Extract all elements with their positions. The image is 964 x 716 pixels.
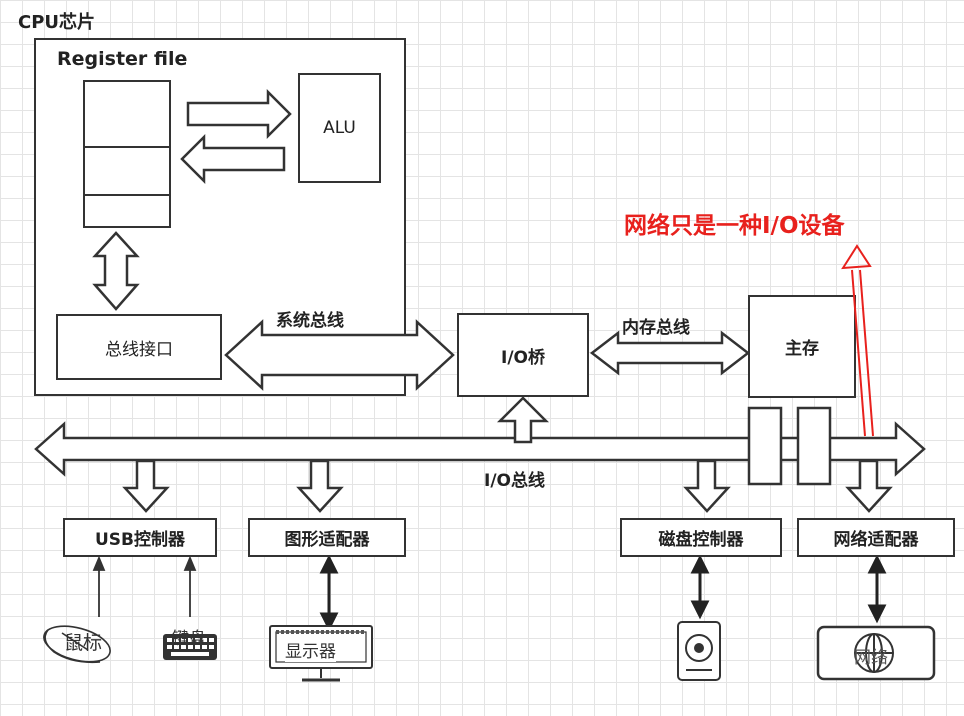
register-file-label: Register file: [57, 48, 188, 70]
monitor-label: 显示器: [285, 637, 336, 662]
annotation-text: 网络只是一种I/O设备: [624, 213, 845, 239]
graphics-monitor-arrowhead: [319, 554, 339, 574]
system-bus-arrow: [224, 319, 455, 391]
keyboard-icon: [163, 634, 217, 660]
cpu-chip-title: CPU芯片: [18, 12, 96, 33]
disk-arrowhead: [690, 600, 710, 620]
graphics-adapter-label: 图形适配器: [284, 530, 370, 550]
network-adapter-label: 网络适配器: [833, 530, 919, 550]
alu-to-register-arrow: [180, 133, 286, 185]
annotation-arrow: [859, 269, 874, 437]
register-to-alu-arrow: [186, 88, 292, 140]
usb-controller-label: USB控制器: [94, 530, 185, 550]
disk-controller-box: 磁盘控制器: [620, 518, 782, 557]
io-bridge-box: I/O桥: [457, 313, 589, 397]
memory-connector: [796, 406, 832, 486]
io-bus-label: I/O总线: [484, 471, 545, 491]
main-memory-box: 主存: [748, 295, 856, 398]
network-label: 网络: [854, 648, 888, 668]
main-memory-label: 主存: [785, 339, 819, 359]
io-bus-arrow: [34, 421, 926, 477]
system-bus-label: 系统总线: [276, 311, 344, 331]
memory-bus-arrow: [589, 330, 751, 376]
io-bus-to-disk-arrow: [683, 459, 731, 513]
memory-bus-label: 内存总线: [622, 318, 690, 338]
usb-controller-box: USB控制器: [63, 518, 217, 557]
graphics-monitor-arrowhead: [319, 612, 339, 632]
io-bridge-label: I/O桥: [501, 347, 545, 368]
network-icon: [816, 625, 936, 681]
register-bus-interface-arrow: [92, 231, 140, 311]
network-adapter-box: 网络适配器: [797, 518, 955, 557]
disk-icon: [677, 621, 721, 681]
bridge-to-io-bus-arrow: [496, 396, 550, 444]
mouse-icon: [43, 625, 111, 664]
io-bus-to-network-arrow: [845, 459, 893, 513]
mouse-to-usb-arrowhead: [92, 555, 106, 571]
memory-connector: [747, 406, 783, 486]
keyboard-to-usb-arrowhead: [183, 555, 197, 571]
io-bus-to-graphics-arrow: [296, 459, 344, 513]
bus-interface-label: 总线接口: [105, 339, 173, 360]
disk-arrowhead: [690, 554, 710, 574]
register-divider: [85, 146, 169, 148]
bus-interface-box: 总线接口: [56, 314, 222, 380]
network-arrowhead: [867, 554, 887, 574]
alu-label: ALU: [323, 118, 356, 138]
register-file: [83, 80, 171, 228]
graphics-adapter-box: 图形适配器: [248, 518, 406, 557]
annotation-arrow: [851, 269, 866, 437]
mouse-label: 鼠标: [64, 632, 103, 654]
annotation-arrowhead: [841, 244, 872, 270]
alu-box: ALU: [298, 73, 381, 183]
io-bus-to-usb-arrow: [122, 459, 170, 513]
disk-controller-label: 磁盘控制器: [658, 530, 744, 550]
register-divider: [85, 194, 169, 196]
network-arrowhead: [867, 604, 887, 624]
keyboard-label: 键盘: [172, 629, 206, 649]
